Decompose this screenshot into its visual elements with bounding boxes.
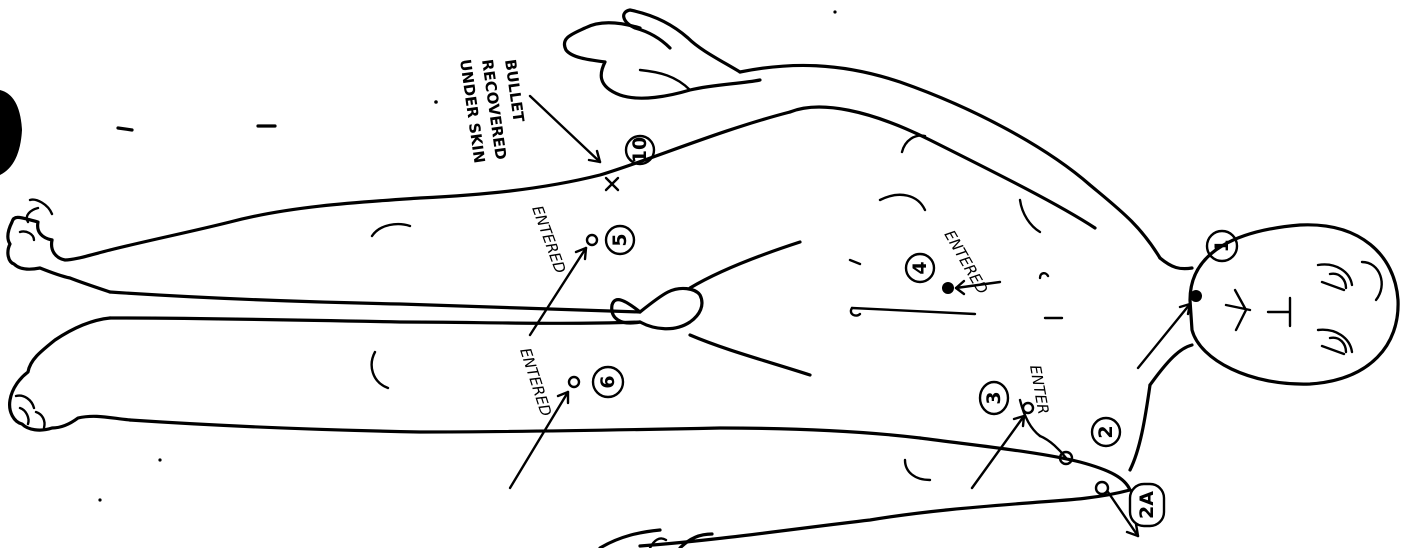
wound-number: 1 — [1211, 239, 1233, 252]
torso-upper-edge — [110, 112, 790, 250]
wound-number: 3 — [983, 391, 1005, 404]
shoulder-outline — [1130, 385, 1150, 470]
wound-number: 6 — [597, 375, 619, 388]
hand-thumb — [640, 70, 690, 90]
torso-mark — [1020, 200, 1040, 232]
elbow-mark — [905, 460, 930, 480]
torso-mark — [852, 308, 975, 314]
eye-lower — [1318, 330, 1352, 354]
stray-mark — [118, 128, 132, 130]
page-edge-mark — [0, 90, 22, 175]
knee-mark — [372, 224, 410, 236]
groin-line — [690, 335, 810, 375]
genitals — [612, 288, 702, 328]
note-line-1: BULLET — [501, 58, 528, 124]
upper-arm-outline — [740, 65, 1160, 258]
lower-arm-outline — [640, 490, 1130, 546]
upper-arm-inner — [790, 107, 1095, 228]
elbow-mark — [902, 136, 925, 152]
stray-dot — [833, 10, 836, 13]
groin-line — [690, 242, 800, 288]
bullet-note: BULLET RECOVERED UNDER SKIN — [456, 58, 528, 164]
wound-number: 10 — [629, 137, 651, 163]
knee-mark — [372, 352, 388, 388]
entered-label: ENTERED — [528, 203, 569, 276]
stray-dot — [98, 498, 101, 501]
entered-label: ENTERED — [516, 346, 555, 419]
leg-outline — [110, 318, 640, 323]
wound-number: 2 — [1095, 425, 1117, 438]
torso-mark — [1040, 273, 1048, 278]
mouth — [1226, 290, 1250, 330]
ear-top — [1362, 262, 1382, 300]
torso-mark — [880, 195, 925, 210]
nose — [1268, 298, 1290, 326]
wound-number: 2A — [1136, 491, 1158, 519]
wound-6: 6 — [510, 367, 623, 488]
enter-label: ENTER — [1026, 364, 1052, 416]
hand-outline — [564, 23, 760, 98]
stray-dot — [158, 458, 161, 461]
leg-outline — [52, 240, 110, 260]
stray-dot — [434, 100, 438, 104]
wound-number: 5 — [609, 233, 631, 246]
torso-mark — [850, 260, 860, 264]
wound-number: 4 — [909, 261, 931, 274]
neck-outline — [1150, 345, 1192, 385]
leg-outer-edge — [130, 420, 920, 438]
wound-3: 3 — [972, 382, 1040, 488]
leg-inner-edge — [110, 292, 640, 312]
forearm-outline — [624, 10, 740, 72]
eye-upper — [1318, 264, 1352, 290]
neck-outline — [1160, 258, 1192, 269]
